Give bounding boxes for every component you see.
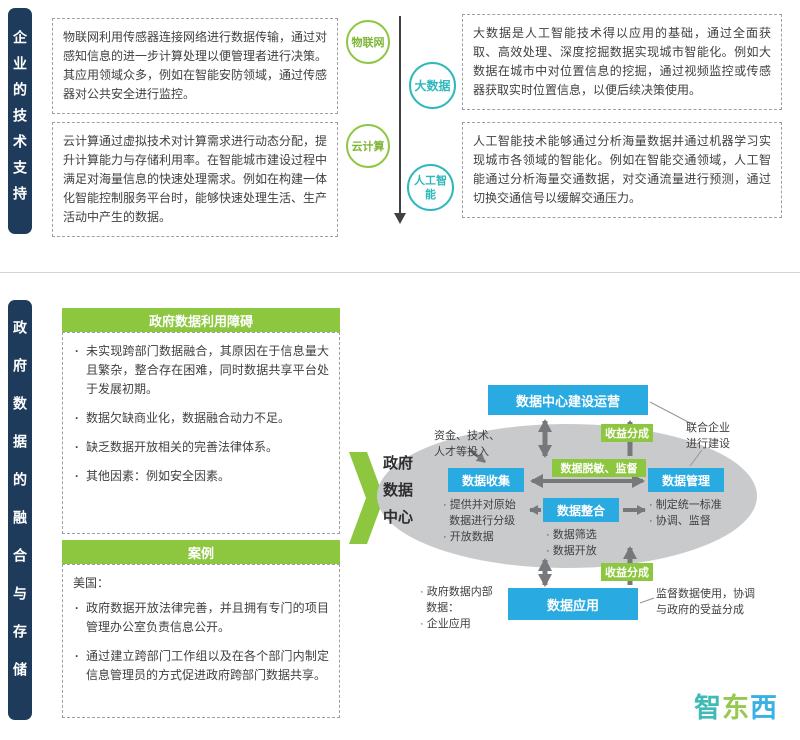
node-data-center-ops: 数据中心建设运营 [488,385,648,415]
text-investment: 资金、技术、 人才等投入 [434,430,500,458]
case-box: 美国： 政府数据开放法律完善，并且拥有专门的项目管理办公室负责信息公开。 通过建… [62,564,340,718]
sidebar-gov-data-fusion-storage: 政府数据的融合与存储 [8,300,32,720]
case-item: 通过建立跨部门工作组以及在各个部门内制定信息管理员的方式促进政府跨部门数据共享。 [73,647,329,685]
section-divider [0,272,800,273]
watermark-char: 东 [722,693,750,723]
case-header: 案例 [62,540,340,564]
obstacle-item: 其他因素：例如安全因素。 [73,467,329,486]
gov-data-center-label: 政府数据中心 [383,455,414,526]
obstacle-item: 缺乏数据开放相关的完善法律体系。 [73,438,329,457]
zhidongxi-watermark: 智东西 [694,686,778,725]
text-joint-build: 联合企业 进行建设 [686,422,730,450]
iot-circle: 物联网 [346,20,390,64]
obstacle-item: 数据欠缺商业化，数据融合动力不足。 [73,409,329,428]
label-data-desensitize: 数据脱敏、监督 [552,459,646,477]
node-data-integrate: 数据整合 [543,498,619,522]
case-country: 美国： [73,576,110,590]
label-revenue-share-top: 收益分成 [601,424,653,442]
note-collect: · 提供并对原始 数据进行分级 · 开放数据 [443,499,516,543]
bigdata-description-box: 大数据是人工智能技术得以应用的基础，通过全面获取、高效处理、深度挖掘数据实现城市… [462,14,782,110]
cloud-description-box: 云计算通过虚拟技术对计算需求进行动态分配，提升计算能力与存储利用率。在智能城市建… [52,122,338,237]
arrow-investment [469,448,486,464]
iot-description-box: 物联网利用传感器连接网络进行数据传输，通过对感知信息的进一步计算处理以便管理者进… [52,18,338,114]
obstacles-box: 未实现跨部门数据融合，其原因在于信息量大且繁杂，整合存在困难，同时数据共享平台处… [62,332,340,534]
ai-circle: 人工智能 [407,164,454,211]
line-joint-manage [689,449,703,467]
case-item: 政府数据开放法律完善，并且拥有专门的项目管理办公室负责信息公开。 [73,599,329,637]
line-ops-joint [649,401,693,425]
node-data-manage: 数据管理 [648,468,724,492]
obstacle-item: 未实现跨部门数据融合，其原因在于信息量大且繁杂，整合存在困难，同时数据共享平台处… [73,342,329,399]
note-integrate: · 数据筛选 · 数据开放 [546,529,597,557]
watermark-char: 智 [694,693,722,723]
flow-chevron-arrow [349,452,384,544]
ai-description-box: 人工智能技术能够通过分析海量数据并通过机器学习实现城市各领域的智能化。例如在智能… [462,122,782,218]
note-manage: · 制定统一标准 · 协调、监督 [649,499,722,527]
cloud-circle: 云计算 [346,124,390,168]
note-internal-data: · 政府数据内部 数据： · 企业应用 [420,586,493,630]
watermark-char: 西 [750,693,778,723]
line-apply-supervise [639,597,655,604]
label-revenue-share-bottom: 收益分成 [601,563,653,581]
node-data-collect: 数据收集 [448,468,524,492]
node-data-apply: 数据应用 [508,588,638,620]
obstacles-header: 政府数据利用障碍 [62,308,340,332]
sidebar-enterprise-tech-support: 企业的技术支持 [8,8,32,234]
bigdata-circle: 大数据 [409,62,456,109]
gov-data-center-ellipse [377,424,757,568]
note-supervise: 监督数据使用，协调 与政府的受益分成 [656,588,755,616]
